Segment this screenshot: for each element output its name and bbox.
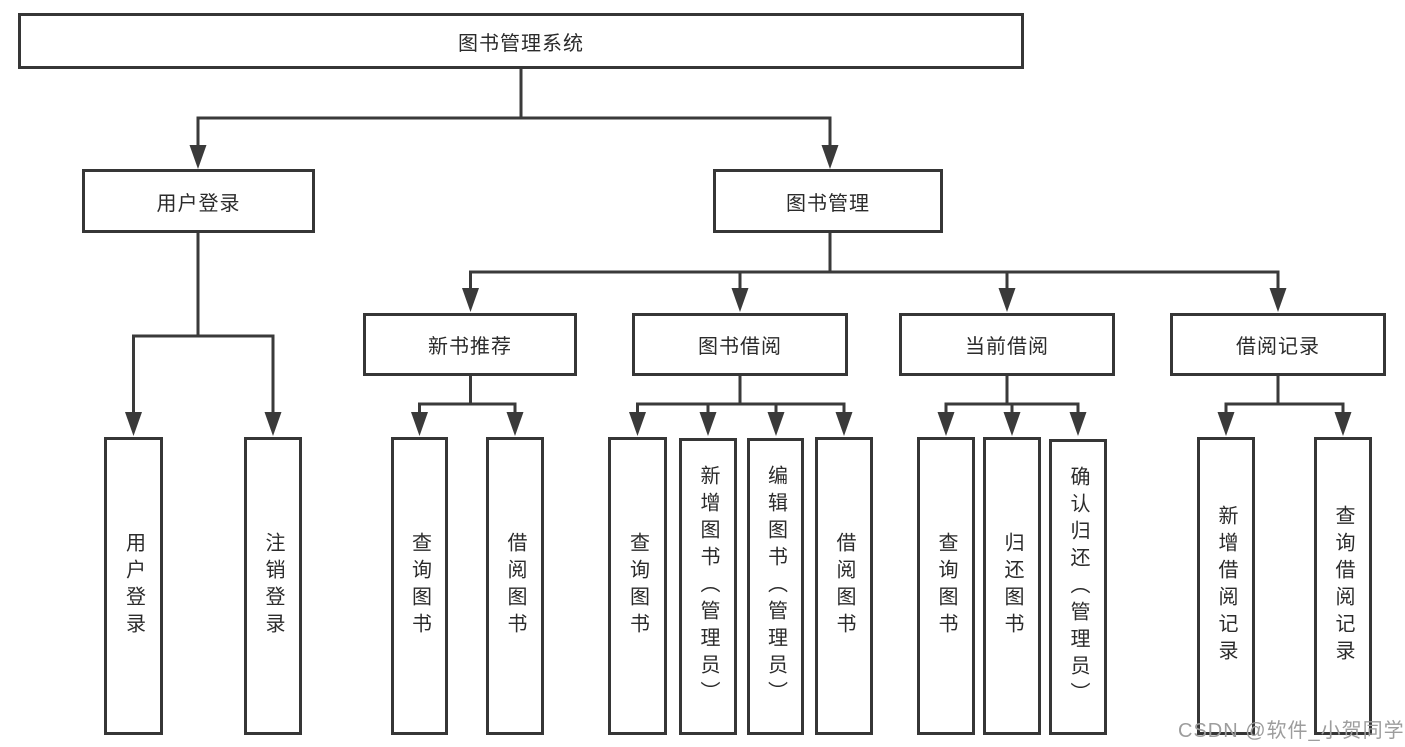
connector-root-to-level2 (189, 69, 839, 169)
node-book-management: 图书管理 (713, 169, 943, 233)
node-confirm-return-admin: 确认归还（管理员） (1049, 439, 1107, 735)
csdn-watermark: CSDN @软件_小贺同学 (1178, 720, 1405, 742)
connector-user-login-to-leaves (125, 233, 282, 436)
node-query-borrow-record-label: 查询借阅记录 (1332, 505, 1354, 667)
node-query-books-borrow: 查询图书 (608, 437, 667, 735)
node-user-login-leaf-label: 用户登录 (122, 532, 145, 640)
node-book-borrow: 图书借阅 (632, 313, 848, 376)
node-book-borrow-label: 图书借阅 (698, 336, 782, 358)
node-borrow-books-borrow-label: 借阅图书 (833, 532, 855, 640)
node-borrow-records: 借阅记录 (1170, 313, 1386, 376)
connector-new-book-recommend-to-leaves (411, 376, 524, 436)
connector-book-borrow-to-leaves (629, 376, 853, 436)
node-current-borrow-label: 当前借阅 (965, 336, 1049, 358)
node-add-book-admin-label: 新增图书（管理员） (697, 465, 719, 708)
node-new-book-recommend: 新书推荐 (363, 313, 577, 376)
node-edit-book-admin: 编辑图书（管理员） (747, 438, 804, 735)
node-query-books-current-label: 查询图书 (935, 532, 957, 640)
node-logout: 注销登录 (244, 437, 302, 735)
node-logout-label: 注销登录 (262, 532, 284, 640)
node-confirm-return-admin-label: 确认归还（管理员） (1067, 465, 1089, 709)
node-user-login: 用户登录 (82, 169, 315, 233)
connector-borrow-records-to-leaves (1217, 376, 1352, 436)
node-return-books-label: 归还图书 (1001, 532, 1023, 640)
node-user-login-leaf: 用户登录 (104, 437, 163, 735)
node-book-management-label: 图书管理 (786, 192, 870, 215)
node-add-borrow-record-label: 新增借阅记录 (1215, 505, 1237, 667)
node-add-book-admin: 新增图书（管理员） (679, 438, 737, 735)
node-borrow-books-borrow: 借阅图书 (815, 437, 873, 735)
node-borrow-books-recommend: 借阅图书 (486, 437, 544, 735)
node-borrow-books-recommend-label: 借阅图书 (504, 532, 526, 640)
node-root: 图书管理系统 (18, 13, 1024, 69)
node-query-books-recommend: 查询图书 (391, 437, 448, 735)
node-current-borrow: 当前借阅 (899, 313, 1115, 376)
node-query-books-recommend-label: 查询图书 (408, 532, 431, 640)
node-root-label: 图书管理系统 (458, 32, 584, 55)
node-user-login-label: 用户登录 (156, 192, 241, 215)
node-query-borrow-record: 查询借阅记录 (1314, 437, 1372, 735)
node-borrow-records-label: 借阅记录 (1236, 336, 1320, 358)
node-return-books: 归还图书 (983, 437, 1041, 735)
connector-current-borrow-to-leaves (937, 376, 1087, 436)
node-query-books-borrow-label: 查询图书 (626, 532, 649, 640)
node-new-book-recommend-label: 新书推荐 (428, 336, 512, 358)
node-edit-book-admin-label: 编辑图书（管理员） (764, 465, 787, 708)
node-add-borrow-record: 新增借阅记录 (1197, 437, 1255, 735)
connector-book-management-to-level3 (462, 233, 1287, 312)
node-query-books-current: 查询图书 (917, 437, 975, 735)
